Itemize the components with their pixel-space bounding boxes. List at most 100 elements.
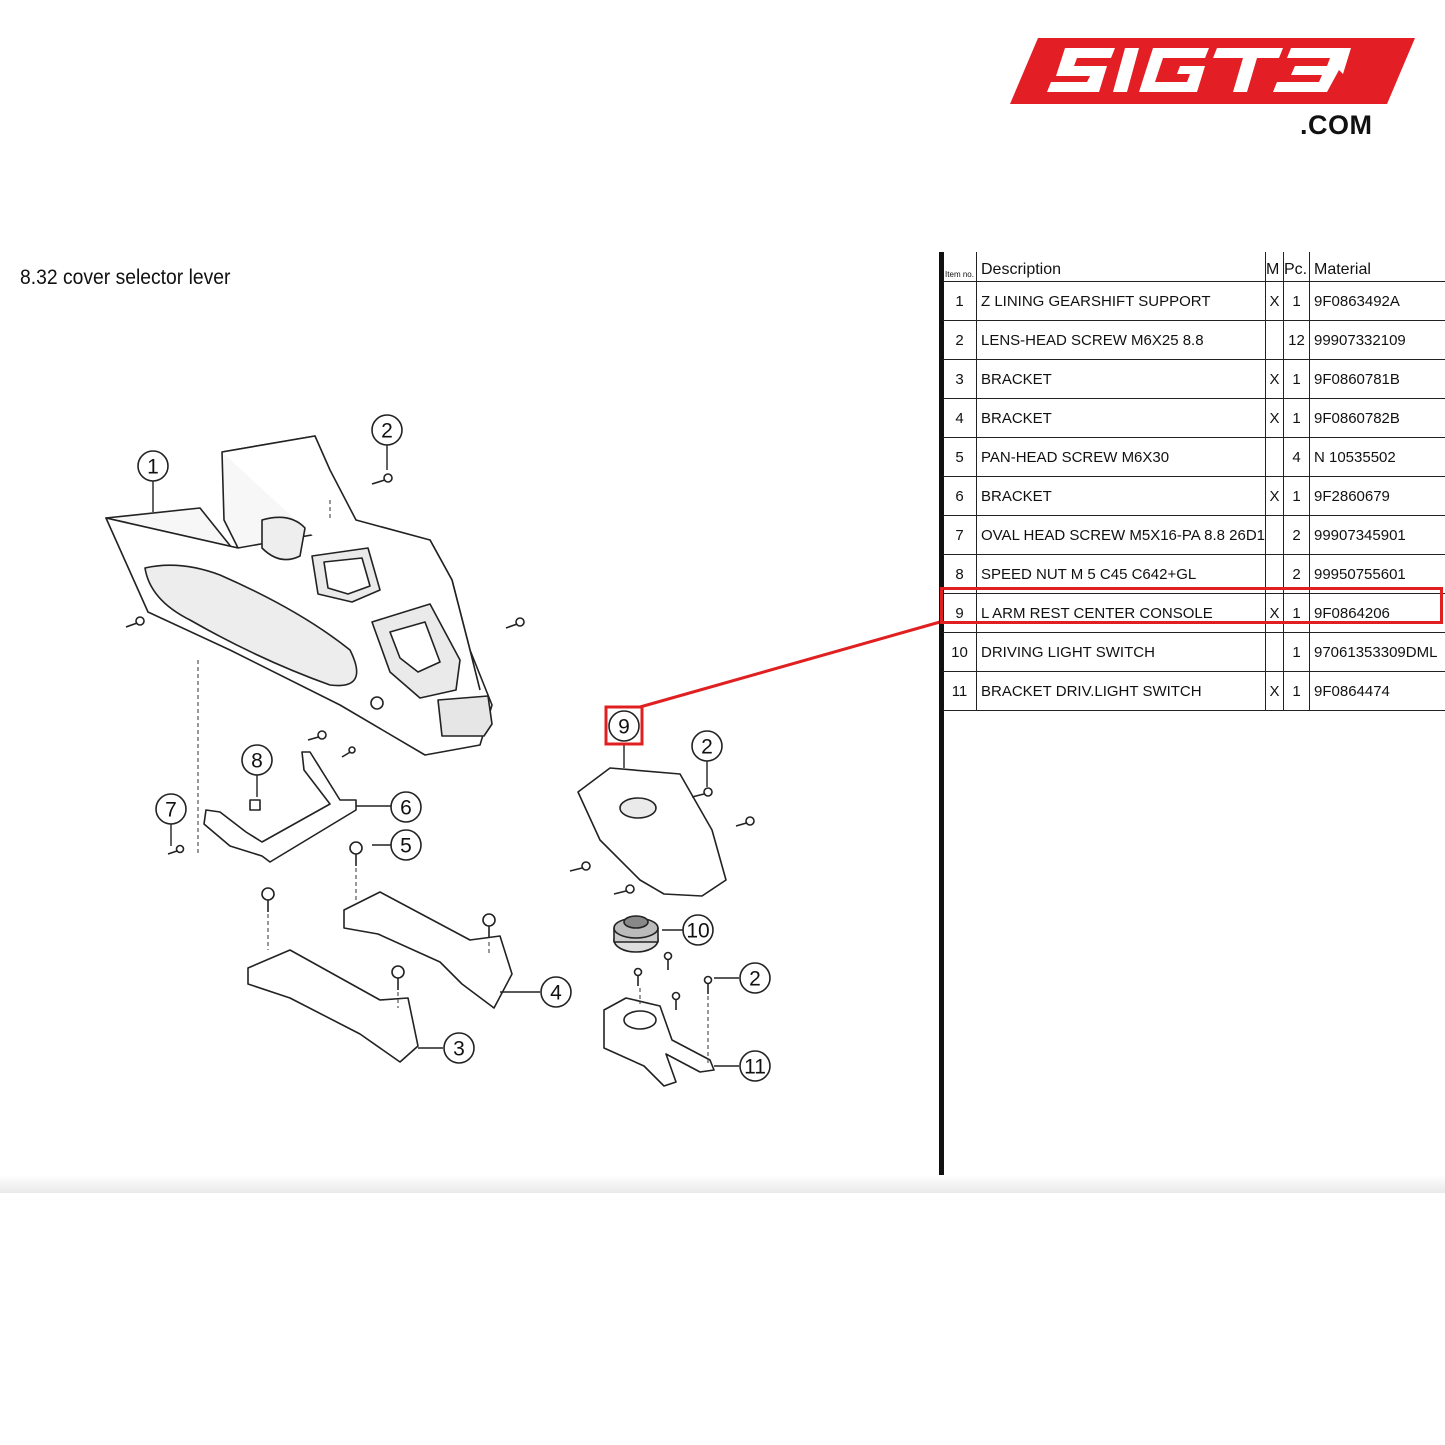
cell-m: X bbox=[1265, 281, 1284, 321]
callout-label: 2 bbox=[381, 420, 393, 443]
header-material: Material bbox=[1309, 252, 1445, 282]
sigt3-logo bbox=[1010, 38, 1415, 104]
table-row[interactable]: 6 BRACKET X 1 9F2860679 bbox=[943, 476, 1445, 516]
header-m: M bbox=[1265, 252, 1284, 282]
cell-item: 9 bbox=[943, 593, 977, 633]
callout-label: 5 bbox=[400, 835, 412, 858]
callout-label: 1 bbox=[147, 456, 159, 479]
cell-item: 6 bbox=[943, 476, 977, 516]
cell-m bbox=[1265, 320, 1284, 360]
callout-7 bbox=[155, 793, 187, 825]
table-row[interactable]: 4 BRACKET X 1 9F0860782B bbox=[943, 398, 1445, 438]
table-divider bbox=[939, 252, 944, 1190]
table-row[interactable]: 5 PAN-HEAD SCREW M6X30 4 N 10535502 bbox=[943, 437, 1445, 477]
cell-m: X bbox=[1265, 476, 1284, 516]
callout-4 bbox=[540, 976, 572, 1008]
cell-pc: 2 bbox=[1283, 515, 1310, 555]
cell-material: 97061353309DML bbox=[1309, 632, 1445, 672]
cell-m: X bbox=[1265, 593, 1284, 633]
callout-2b bbox=[691, 730, 723, 762]
table-row[interactable]: 10 DRIVING LIGHT SWITCH 1 97061353309DML bbox=[943, 632, 1445, 672]
cell-m bbox=[1265, 554, 1284, 594]
callout-9 bbox=[608, 710, 640, 742]
cell-pc: 1 bbox=[1283, 632, 1310, 672]
table-row[interactable]: 2 LENS-HEAD SCREW M6X25 8.8 12 999073321… bbox=[943, 320, 1445, 360]
callout-label: 8 bbox=[251, 750, 263, 773]
cell-item: 8 bbox=[943, 554, 977, 594]
cell-item: 1 bbox=[943, 281, 977, 321]
part-5-screws bbox=[261, 841, 496, 990]
cell-item: 10 bbox=[943, 632, 977, 672]
cell-description: OVAL HEAD SCREW M5X16-PA 8.8 26D1 bbox=[976, 515, 1266, 555]
cell-material: N 10535502 bbox=[1309, 437, 1445, 477]
cell-pc: 1 bbox=[1283, 398, 1310, 438]
callout-6 bbox=[390, 791, 422, 823]
table-row[interactable]: 11 BRACKET DRIV.LIGHT SWITCH X 1 9F08644… bbox=[943, 671, 1445, 711]
table-row[interactable]: 7 OVAL HEAD SCREW M5X16-PA 8.8 26D1 2 99… bbox=[943, 515, 1445, 555]
logo-domain: .COM bbox=[1300, 110, 1373, 140]
cell-material: 9F0860782B bbox=[1309, 398, 1445, 438]
part-9-armrest bbox=[577, 767, 727, 897]
callout-label: 11 bbox=[744, 1056, 766, 1079]
cell-material: 99907332109 bbox=[1309, 320, 1445, 360]
cell-pc: 2 bbox=[1283, 554, 1310, 594]
cell-pc: 1 bbox=[1283, 281, 1310, 321]
cell-m: X bbox=[1265, 671, 1284, 711]
cell-pc: 1 bbox=[1283, 671, 1310, 711]
header-description: Description bbox=[976, 252, 1266, 282]
cell-pc: 1 bbox=[1283, 359, 1310, 399]
cell-description: BRACKET DRIV.LIGHT SWITCH bbox=[976, 671, 1266, 711]
table-row[interactable]: 8 SPEED NUT M 5 C45 C642+GL 2 9995075560… bbox=[943, 554, 1445, 594]
cell-description: BRACKET bbox=[976, 398, 1266, 438]
cell-item: 7 bbox=[943, 515, 977, 555]
highlight-connector bbox=[639, 620, 941, 709]
cell-item: 11 bbox=[943, 671, 977, 711]
callout-label: 3 bbox=[453, 1038, 465, 1061]
callout-9-highlight bbox=[604, 705, 644, 746]
cell-material: 99950755601 bbox=[1309, 554, 1445, 594]
cell-item: 2 bbox=[943, 320, 977, 360]
cell-material: 9F2860679 bbox=[1309, 476, 1445, 516]
table-header-row: Item no. Description M Pc. Material bbox=[943, 252, 1445, 282]
part-1-lining bbox=[105, 435, 493, 756]
cell-m: X bbox=[1265, 359, 1284, 399]
callout-8 bbox=[241, 744, 273, 776]
callout-2c bbox=[739, 962, 771, 994]
cell-description: BRACKET bbox=[976, 476, 1266, 516]
table-row-highlighted[interactable]: 9 L ARM REST CENTER CONSOLE X 1 9F086420… bbox=[943, 593, 1445, 633]
callout-label: 9 bbox=[618, 716, 630, 739]
table-row[interactable]: 1 Z LINING GEARSHIFT SUPPORT X 1 9F08634… bbox=[943, 281, 1445, 321]
section-title: 8.32 cover selector lever bbox=[20, 266, 231, 289]
callout-label: 6 bbox=[400, 797, 412, 820]
cell-m bbox=[1265, 632, 1284, 672]
part-10-switch bbox=[613, 915, 659, 953]
part-4-bracket bbox=[343, 891, 513, 1009]
cell-pc: 1 bbox=[1283, 593, 1310, 633]
cell-material: 9F0860781B bbox=[1309, 359, 1445, 399]
header-pc: Pc. bbox=[1283, 252, 1310, 282]
cell-description: SPEED NUT M 5 C45 C642+GL bbox=[976, 554, 1266, 594]
callout-2a bbox=[371, 414, 403, 446]
callout-10 bbox=[682, 914, 714, 946]
cell-description: Z LINING GEARSHIFT SUPPORT bbox=[976, 281, 1266, 321]
cell-description: LENS-HEAD SCREW M6X25 8.8 bbox=[976, 320, 1266, 360]
cell-description: BRACKET bbox=[976, 359, 1266, 399]
cell-m: X bbox=[1265, 398, 1284, 438]
parts-table: Item no. Description M Pc. Material 1 Z … bbox=[943, 252, 1445, 711]
part-11-bracket bbox=[603, 997, 715, 1087]
cell-material: 9F0864474 bbox=[1309, 671, 1445, 711]
callout-label: 2 bbox=[701, 736, 713, 759]
header-item-no: Item no. bbox=[943, 252, 977, 282]
cell-pc: 1 bbox=[1283, 476, 1310, 516]
cell-description: PAN-HEAD SCREW M6X30 bbox=[976, 437, 1266, 477]
cell-pc: 4 bbox=[1283, 437, 1310, 477]
cell-item: 4 bbox=[943, 398, 977, 438]
table-row[interactable]: 3 BRACKET X 1 9F0860781B bbox=[943, 359, 1445, 399]
cell-material: 9F0863492A bbox=[1309, 281, 1445, 321]
callout-5 bbox=[390, 829, 422, 861]
screws-part-1 bbox=[125, 473, 525, 758]
cell-description: DRIVING LIGHT SWITCH bbox=[976, 632, 1266, 672]
callout-label: 7 bbox=[165, 799, 177, 822]
part-6-bracket bbox=[203, 751, 357, 863]
